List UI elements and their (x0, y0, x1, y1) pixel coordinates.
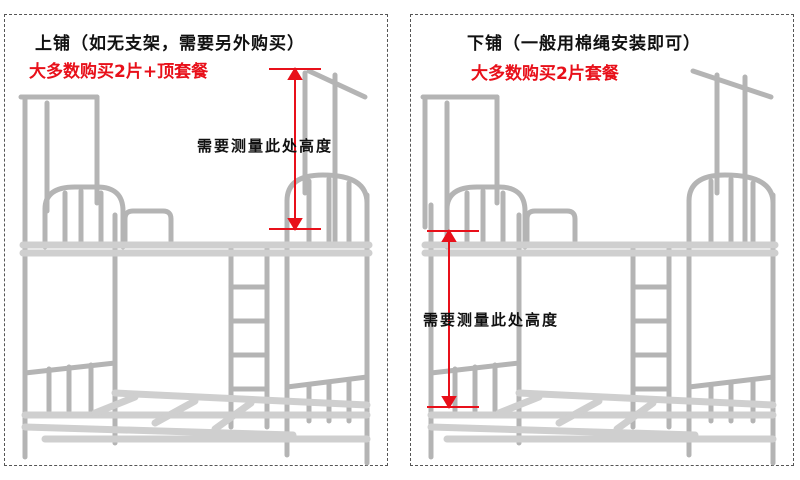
panel-subtitle: 大多数购买2片+顶套餐 (29, 62, 209, 82)
upper-bunk-panel: 上铺（如无支架，需要另外购买） 大多数购买2片+顶套餐 需要测量此处高度 (4, 14, 388, 466)
bunk-bed-lower-illustration (420, 68, 779, 466)
measure-label: 需要测量此处高度 (197, 137, 334, 155)
panel-title: 下铺（一般用棉绳安装即可） (467, 34, 701, 54)
bunk-bed-upper-illustration (18, 67, 373, 466)
measure-label: 需要测量此处高度 (423, 311, 560, 329)
lower-bunk-panel: 下铺（一般用棉绳安装即可） 大多数购买2片套餐 需要测量此处高度 (410, 14, 794, 466)
panel-subtitle: 大多数购买2片套餐 (471, 64, 619, 84)
panel-title: 上铺（如无支架，需要另外购买） (35, 34, 305, 54)
